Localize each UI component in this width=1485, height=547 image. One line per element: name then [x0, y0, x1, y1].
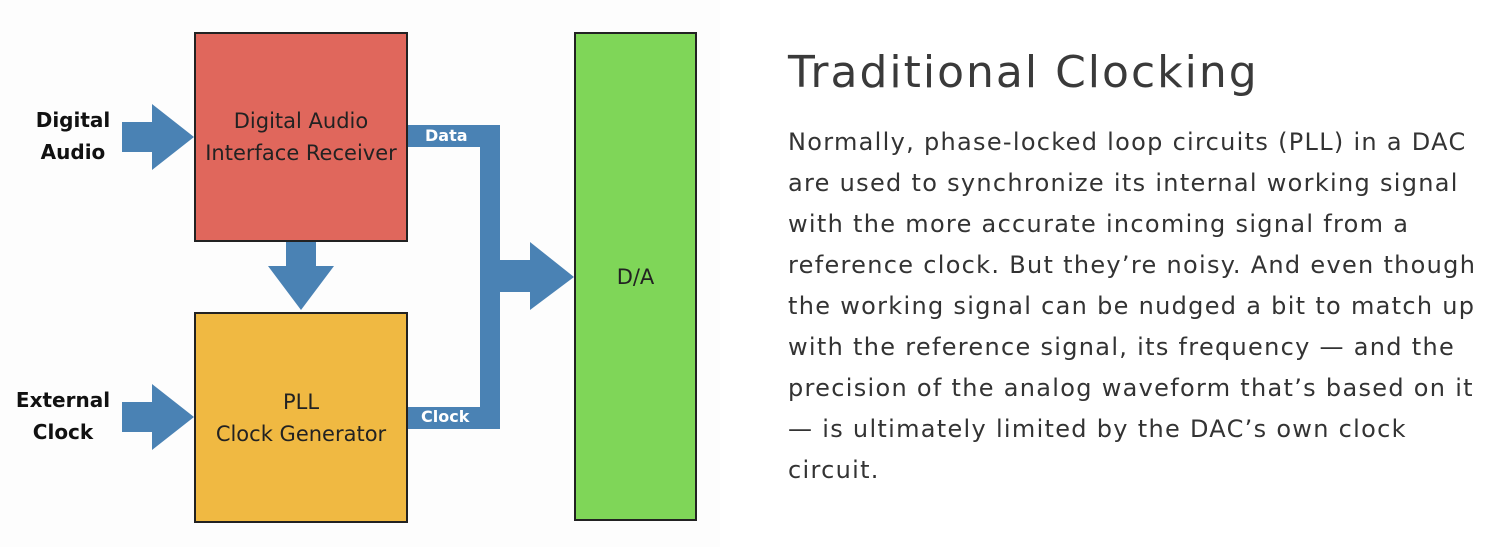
merge-to-da-arrow: [500, 242, 574, 310]
data-wire-label: Data: [425, 126, 468, 145]
text-panel: Traditional Clocking Normally, phase-loc…: [788, 40, 1478, 491]
pll-box-line2: Clock Generator: [215, 421, 387, 446]
external-clock-label-line2: Clock: [32, 420, 94, 444]
external-clock-label-line1: External: [15, 388, 111, 412]
clocking-diagram: Digital Audio External Clock Digital Aud…: [0, 0, 720, 547]
external-clock-input-arrow: [122, 384, 194, 450]
da-box-label: D/A: [616, 264, 655, 289]
receiver-box-line2: Interface Receiver: [205, 141, 397, 165]
pll-box-line1: PLL: [282, 389, 320, 414]
receiver-to-pll-arrow: [268, 241, 334, 310]
diagram-arrows: [122, 104, 574, 450]
page-title: Traditional Clocking: [788, 47, 1259, 98]
pll-clock-generator-box: PLL Clock Generator: [194, 312, 408, 523]
external-clock-label: External Clock: [4, 384, 122, 448]
digital-audio-label-line2: Audio: [40, 140, 106, 164]
clock-wire-label: Clock: [421, 407, 470, 426]
receiver-box-line1: Digital Audio: [233, 109, 369, 133]
data-wire-horizontal: [407, 125, 500, 147]
clock-wire-horizontal: [407, 407, 500, 429]
digital-audio-label-line1: Digital: [35, 108, 111, 132]
receiver-box: Digital Audio Interface Receiver: [194, 32, 408, 242]
da-converter-box: D/A: [574, 32, 697, 521]
data-wire-vertical: [480, 125, 500, 429]
body-paragraph: Normally, phase-locked loop circuits (PL…: [788, 128, 1477, 484]
digital-audio-label: Digital Audio: [14, 104, 132, 168]
digital-audio-input-arrow: [122, 104, 194, 170]
